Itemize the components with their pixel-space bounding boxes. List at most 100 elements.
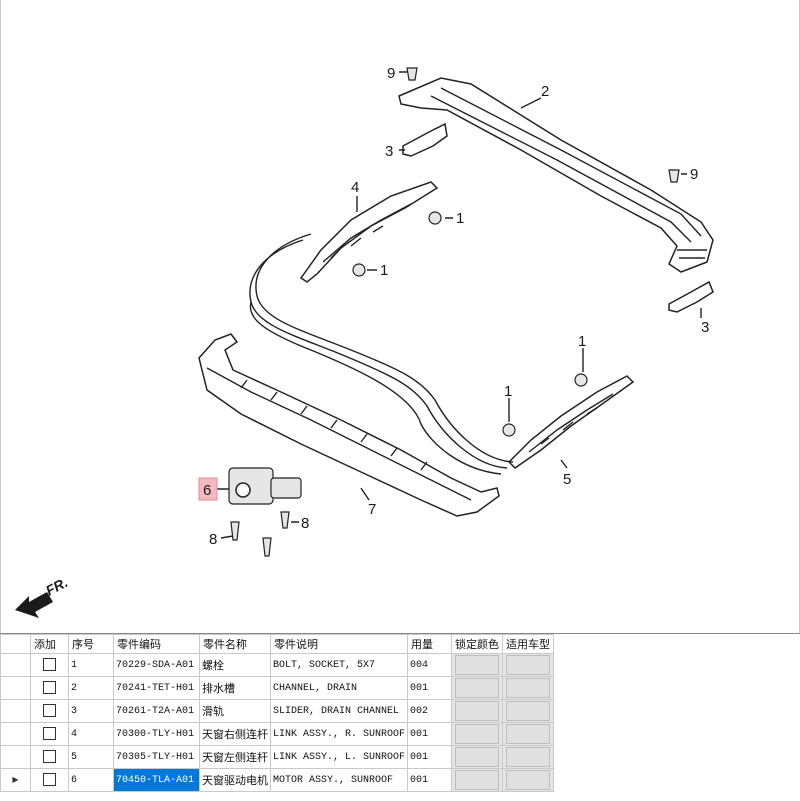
part-desc-cell[interactable]: BOLT, SOCKET, 5X7 [269, 653, 409, 677]
lock-color-cell-field[interactable] [455, 701, 500, 721]
slider-rail [198, 333, 500, 517]
models-cell-field[interactable] [506, 770, 551, 790]
part-code-cell[interactable]: 70241-TET-H01 [113, 676, 200, 700]
add-cell [30, 653, 69, 677]
add-cell [30, 722, 69, 746]
row-header[interactable]: ▶ [0, 768, 31, 792]
models-cell[interactable] [502, 722, 555, 746]
screw-8a [280, 511, 290, 529]
drain-cable [255, 233, 514, 463]
qty-cell[interactable]: 001 [407, 722, 453, 746]
row-header[interactable] [0, 699, 31, 723]
row-header[interactable] [0, 676, 31, 700]
add-checkbox[interactable] [43, 658, 56, 672]
col-header-part-code[interactable]: 零件编码 [113, 634, 200, 654]
row-header[interactable] [0, 722, 31, 746]
models-cell-field[interactable] [506, 655, 551, 675]
models-cell-field[interactable] [506, 747, 551, 767]
lock-color-cell[interactable] [451, 745, 504, 769]
part-desc-cell[interactable]: MOTOR ASSY., SUNROOF [269, 768, 409, 792]
part-code-cell[interactable]: 70300-TLY-H01 [113, 722, 200, 746]
part-desc-cell[interactable]: CHANNEL, DRAIN [269, 676, 409, 700]
col-header-part-desc[interactable]: 零件说明 [269, 634, 409, 654]
row-header[interactable] [0, 653, 31, 677]
lock-color-cell[interactable] [451, 722, 504, 746]
qty-cell[interactable]: 001 [407, 745, 453, 769]
part-name-cell[interactable]: 螺栓 [199, 653, 271, 677]
part-desc-cell[interactable]: LINK ASSY., L. SUNROOF [269, 745, 409, 769]
models-cell-field[interactable] [506, 701, 551, 721]
seq-cell[interactable]: 1 [68, 653, 114, 677]
row-header[interactable] [0, 745, 31, 769]
col-header-seq[interactable]: 序号 [68, 634, 114, 654]
add-cell [30, 699, 69, 723]
lock-color-cell-field[interactable] [455, 747, 500, 767]
seq-cell[interactable]: 5 [68, 745, 114, 769]
table-header-row: 添加 序号 零件编码 零件名称 零件说明 用量 锁定颜色 适用车型 [0, 634, 555, 654]
part-code-cell[interactable]: 70450-TLA-A01 [113, 768, 200, 792]
col-header-lock-color[interactable]: 锁定颜色 [451, 634, 504, 654]
screw-8b [230, 521, 240, 541]
qty-cell[interactable]: 004 [407, 653, 453, 677]
models-cell-field[interactable] [506, 678, 551, 698]
part-name-cell[interactable]: 天窗左侧连杆 [199, 745, 271, 769]
part-name-cell[interactable]: 天窗驱动电机 [199, 768, 271, 792]
callout-3: 3 [701, 319, 709, 336]
models-cell[interactable] [502, 653, 555, 677]
front-direction-arrow-icon: FR. [15, 574, 70, 618]
callout-9: 9 [387, 65, 395, 82]
lock-color-cell[interactable] [451, 699, 504, 723]
models-cell[interactable] [502, 745, 555, 769]
part-code-cell[interactable]: 70305-TLY-H01 [113, 745, 200, 769]
callout-1: 1 [380, 262, 388, 279]
add-checkbox[interactable] [43, 704, 56, 718]
qty-cell[interactable]: 001 [407, 676, 453, 700]
col-header-add[interactable]: 添加 [30, 634, 69, 654]
models-cell[interactable] [502, 768, 555, 792]
nut-1c [574, 373, 588, 387]
part-code-cell[interactable]: 70261-T2A-A01 [113, 699, 200, 723]
col-header-qty[interactable]: 用量 [407, 634, 453, 654]
part-desc-cell[interactable]: LINK ASSY., R. SUNROOF [269, 722, 409, 746]
seq-cell[interactable]: 3 [68, 699, 114, 723]
part-name-cell[interactable]: 滑轨 [199, 699, 271, 723]
seq-cell[interactable]: 6 [68, 768, 114, 792]
callout-8: 8 [301, 515, 309, 532]
col-header-models[interactable]: 适用车型 [502, 634, 555, 654]
qty-cell[interactable]: 002 [407, 699, 453, 723]
lock-color-cell[interactable] [451, 653, 504, 677]
lock-color-cell-field[interactable] [455, 770, 500, 790]
models-cell-field[interactable] [506, 724, 551, 744]
part-name-cell[interactable]: 天窗右侧连杆 [199, 722, 271, 746]
lock-color-cell[interactable] [451, 768, 504, 792]
callout-6: 6 [203, 482, 211, 499]
add-checkbox[interactable] [43, 681, 56, 695]
seq-cell[interactable]: 2 [68, 676, 114, 700]
lock-color-cell[interactable] [451, 676, 504, 700]
drain-channel-front [398, 77, 714, 273]
add-checkbox[interactable] [43, 773, 56, 787]
callout-9: 9 [690, 166, 698, 183]
part-code-cell[interactable]: 70229-SDA-A01 [113, 653, 200, 677]
part-name-cell[interactable]: 排水槽 [199, 676, 271, 700]
add-checkbox[interactable] [43, 750, 56, 764]
lock-color-cell-field[interactable] [455, 655, 500, 675]
callout-7: 7 [368, 501, 376, 518]
col-header-part-name[interactable]: 零件名称 [199, 634, 271, 654]
models-cell[interactable] [502, 699, 555, 723]
qty-cell[interactable]: 001 [407, 768, 453, 792]
lock-color-cell-field[interactable] [455, 678, 500, 698]
models-cell[interactable] [502, 676, 555, 700]
add-checkbox[interactable] [43, 727, 56, 741]
part-desc-cell[interactable]: SLIDER, DRAIN CHANNEL [269, 699, 409, 723]
callout-2: 2 [541, 83, 549, 100]
lock-color-cell-field[interactable] [455, 724, 500, 744]
seq-cell[interactable]: 4 [68, 722, 114, 746]
